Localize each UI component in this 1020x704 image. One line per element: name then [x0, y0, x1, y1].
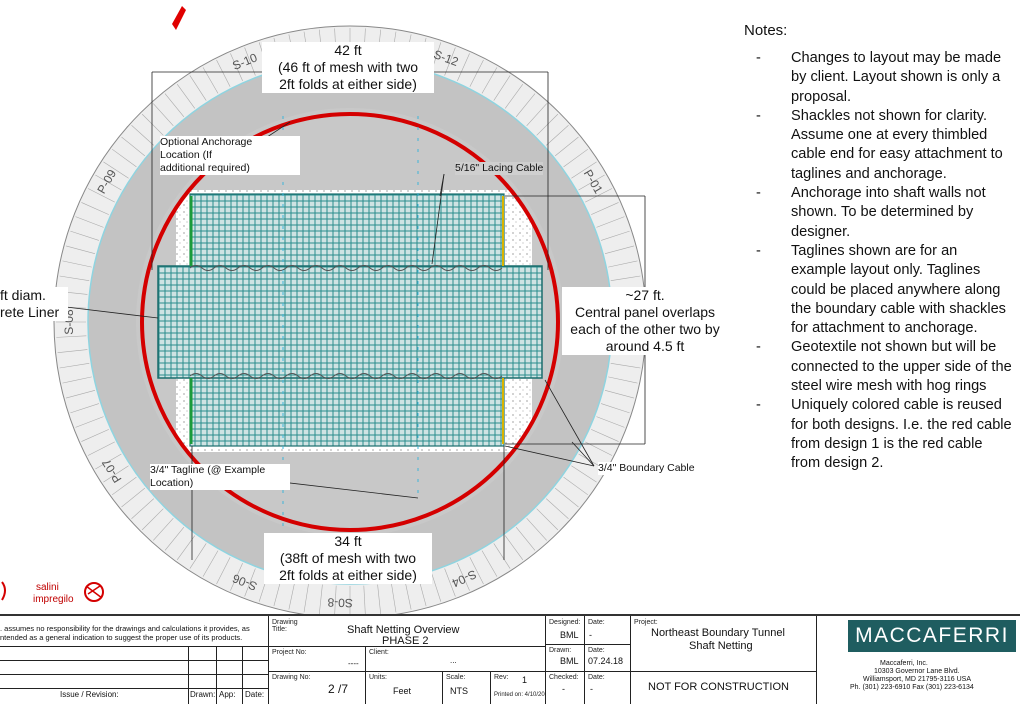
scale-value: NTS: [450, 686, 468, 696]
overlap-line1: ~27 ft.: [625, 287, 665, 303]
liner-line2: rete Liner: [0, 304, 60, 320]
drawing-no-label: Drawing No:: [272, 674, 311, 681]
bottom-dim-line3: 2ft folds at either side): [279, 567, 417, 583]
drawn-label: Drawn:: [549, 647, 572, 654]
note-item: -Anchorage into shaft walls not shown. T…: [756, 185, 986, 240]
project-name-2: Shaft Netting: [689, 640, 753, 652]
checked-value: -: [562, 684, 565, 694]
liner-line1: ft diam.: [0, 287, 46, 303]
anchorage-line1: Optional Anchorage: [160, 136, 253, 148]
note-item: -Changes to layout may be made by client…: [756, 50, 1002, 105]
bottom-dimension-callout: 34 ft (38ft of mesh with two 2ft folds a…: [264, 533, 432, 584]
designed-value: BML: [560, 630, 579, 640]
units-value: Feet: [393, 686, 412, 696]
designed-date-value: -: [589, 630, 592, 640]
designed-label: Designed:: [549, 619, 581, 626]
note-item: -Shackles not shown for clarity. Assume …: [756, 107, 1003, 182]
impregilo-wordmark: impregilo: [33, 594, 74, 605]
leader-boundary-2: [544, 379, 595, 467]
client-value: ...: [450, 656, 457, 665]
checked-label: Checked:: [549, 674, 579, 681]
bottom-dim-line1: 34 ft: [334, 533, 362, 549]
bottom-dim-line2: (38ft of mesh with two: [279, 550, 417, 566]
tagline-line1: 3/4" Tagline (@ Example: [150, 464, 266, 476]
central-mesh-panel: [157, 265, 543, 379]
leader-boundary-3: [571, 441, 595, 467]
leader-liner: [65, 306, 159, 319]
salini-logo-icon: [1, 581, 104, 602]
project-name-1: Northeast Boundary Tunnel: [651, 627, 785, 639]
drawn-column-header: Drawn:: [190, 690, 216, 699]
top-dim-line3: 2ft folds at either side): [279, 76, 417, 92]
lacing-cable-label: 5/16" Lacing Cable: [455, 162, 544, 175]
drawn-value: BML: [560, 656, 579, 666]
title-block: . assumes no responsibility for the draw…: [0, 614, 1020, 704]
drawing-title-2: PHASE 2: [382, 635, 429, 647]
red-cable-ring: [140, 112, 560, 532]
rev-value: 1: [522, 675, 528, 685]
leader-boundary-1: [504, 445, 595, 467]
company-address-2: Williamsport, MD 21795-3116 USA: [863, 676, 972, 683]
upper-mesh-panel: [189, 193, 505, 269]
liner-label: ft diam. rete Liner: [0, 287, 68, 321]
drawing-title-1: Shaft Netting Overview: [347, 624, 460, 636]
note-item: -Uniquely colored cable is reused for bo…: [756, 397, 1012, 472]
disclaimer-line1: . assumes no responsibility for the draw…: [0, 624, 250, 633]
company-address-1: 10303 Governor Lane Blvd.: [874, 668, 960, 675]
drawing-title-label: Drawing Title:: [272, 619, 298, 633]
drawing-no-value: 2 /7: [328, 682, 349, 696]
top-dim-line1: 42 ft: [334, 42, 362, 58]
segment-label: S0-8: [327, 595, 353, 610]
note-item: -Taglines shown are for an example layou…: [756, 242, 1006, 337]
rev-label: Rev:: [494, 674, 509, 681]
drawn-date-label: Date:: [588, 647, 605, 654]
checked-date-label: Date:: [588, 674, 605, 681]
north-marker-icon: [172, 6, 186, 30]
lacing-cable-lower: [189, 373, 503, 379]
checked-date-value: -: [590, 684, 593, 694]
issue-revision-header: Issue / Revision:: [60, 690, 119, 699]
date-column-header: Date:: [245, 690, 265, 699]
designed-date-label: Date:: [588, 619, 605, 626]
notes-panel: Notes: -Changes to layout may be made by…: [744, 22, 1014, 474]
disclaimer-line2: ntended as a general indication to sugge…: [0, 633, 243, 642]
overlap-callout: ~27 ft. Central panel overlaps each of t…: [562, 287, 728, 355]
note-item: -Geotextile not shown but will be connec…: [756, 339, 1012, 395]
units-label: Units:: [369, 674, 387, 681]
lower-mesh-panel: [189, 375, 505, 447]
lacing-cable-upper: [189, 265, 503, 271]
scale-label: Scale:: [446, 674, 466, 681]
overlap-line4: around 4.5 ft: [605, 338, 685, 354]
project-no-value: ----: [348, 659, 359, 668]
printed-on: Printed on: 4/10/20: [494, 692, 545, 698]
boundary-cable-label: 3/4" Boundary Cable: [598, 462, 695, 475]
leader-lacing-2: [439, 173, 445, 197]
project-label: Project:: [634, 619, 658, 626]
leader-lacing-1: [431, 173, 445, 265]
maccaferri-logo: MACCAFERRI: [848, 620, 1016, 652]
top-dimension-callout: 42 ft (46 ft of mesh with two 2ft folds …: [262, 42, 434, 93]
company-phone: Ph. (301) 223-6910 Fax (301) 223-6134: [850, 684, 974, 691]
salini-wordmark: salini: [36, 582, 59, 593]
company-name: Maccaferri, Inc.: [880, 660, 928, 667]
construction-status: NOT FOR CONSTRUCTION: [648, 681, 789, 693]
project-no-label: Project No:: [272, 649, 307, 656]
client-label: Client:: [369, 649, 389, 656]
tagline-label: 3/4" Tagline (@ Example Location): [150, 464, 290, 490]
tagline-line2: Location): [150, 477, 194, 489]
app-column-header: App:: [219, 690, 236, 699]
drawn-date-value: 07.24.18: [588, 656, 624, 666]
overlap-line3: each of the other two by: [570, 321, 720, 337]
notes-list: -Changes to layout may be made by client…: [744, 49, 1014, 474]
top-dim-line2: (46 ft of mesh with two: [277, 59, 419, 75]
anchorage-line2: Location (If: [160, 149, 212, 161]
anchorage-line3: additional required): [160, 162, 250, 174]
overlap-line2: Central panel overlaps: [574, 304, 716, 320]
anchorage-label: Optional Anchorage Location (If addition…: [160, 136, 300, 175]
notes-title: Notes:: [744, 22, 788, 39]
